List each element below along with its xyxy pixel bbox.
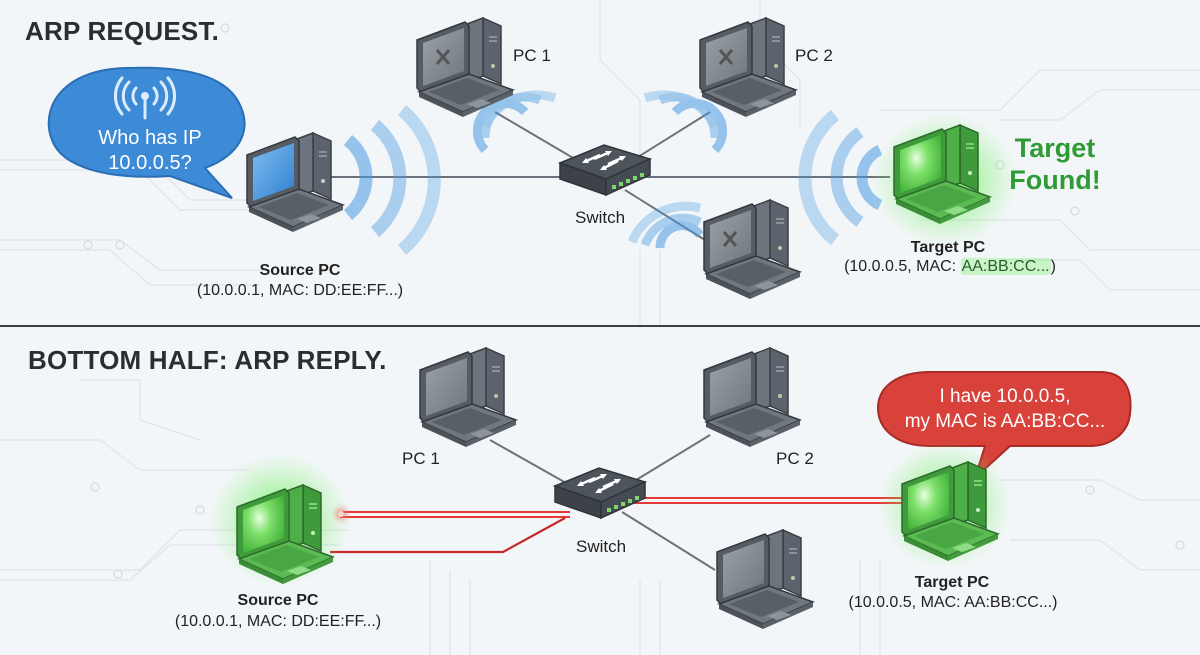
bottom-cables	[489, 434, 716, 571]
target-pc-detail: (10.0.0.5, MAC: AA:BB:CC...)	[835, 258, 1065, 276]
target-mac-highlight: AA:BB:CC...	[960, 258, 1051, 275]
reply-bubble-line1: I have 10.0.0.5,	[939, 386, 1071, 407]
arp-request-speech-bubble	[47, 66, 246, 199]
reply-pc1-icon[interactable]	[419, 347, 517, 448]
pc3-icon[interactable]	[703, 199, 801, 300]
reply-source-pc-label: Source PC	[237, 592, 319, 609]
target-detail-prefix: (10.0.0.5, MAC:	[844, 258, 961, 275]
reply-pc1-label: PC 1	[402, 449, 440, 468]
pc1-label: PC 1	[513, 46, 551, 65]
reply-target-pc-label: Target PC	[914, 574, 990, 591]
reply-links	[330, 495, 905, 554]
request-bubble-line1: Who has IP	[98, 127, 202, 149]
source-pc-detail: (10.0.0.1, MAC: DD:EE:FF...)	[196, 282, 404, 299]
target-pc-label: Target PC	[910, 239, 986, 256]
reply-switch-label: Switch	[576, 537, 627, 556]
broadcast-antenna-icon	[114, 76, 176, 120]
target-found-text: Target Found!	[1000, 132, 1110, 196]
reply-target-pc-detail: (10.0.0.5, MAC: AA:BB:CC...)	[848, 594, 1058, 611]
reply-pc2-label: PC 2	[776, 449, 814, 468]
pc1-icon[interactable]	[416, 17, 514, 118]
reply-pc3-icon[interactable]	[716, 529, 814, 630]
request-bubble-text: Who has IP 10.0.0.5?	[70, 126, 230, 176]
pc2-label: PC 2	[795, 46, 833, 65]
request-title: ARP REQUEST.	[25, 16, 220, 46]
reply-bubble-text: I have 10.0.0.5, my MAC is AA:BB:CC...	[880, 384, 1130, 434]
request-bubble-line2: 10.0.0.5?	[108, 152, 192, 174]
source-pc-icon[interactable]	[246, 132, 344, 233]
target-detail-suffix: )	[1050, 258, 1056, 275]
reply-pc2-icon[interactable]	[703, 347, 801, 448]
reply-bubble-line2: my MAC is AA:BB:CC...	[904, 411, 1106, 432]
switch-label: Switch	[575, 208, 626, 227]
target-found-line2: Found!	[1009, 165, 1101, 195]
broadcast-waves	[343, 90, 883, 255]
switch-icon[interactable]	[558, 143, 652, 197]
pc2-icon[interactable]	[699, 17, 797, 118]
target-found-line1: Target	[1014, 133, 1096, 163]
reply-title: BOTTOM HALF: ARP REPLY.	[28, 345, 387, 375]
reply-source-pc-detail: (10.0.0.1, MAC: DD:EE:FF...)	[174, 613, 382, 630]
source-pc-label: Source PC	[259, 262, 341, 279]
